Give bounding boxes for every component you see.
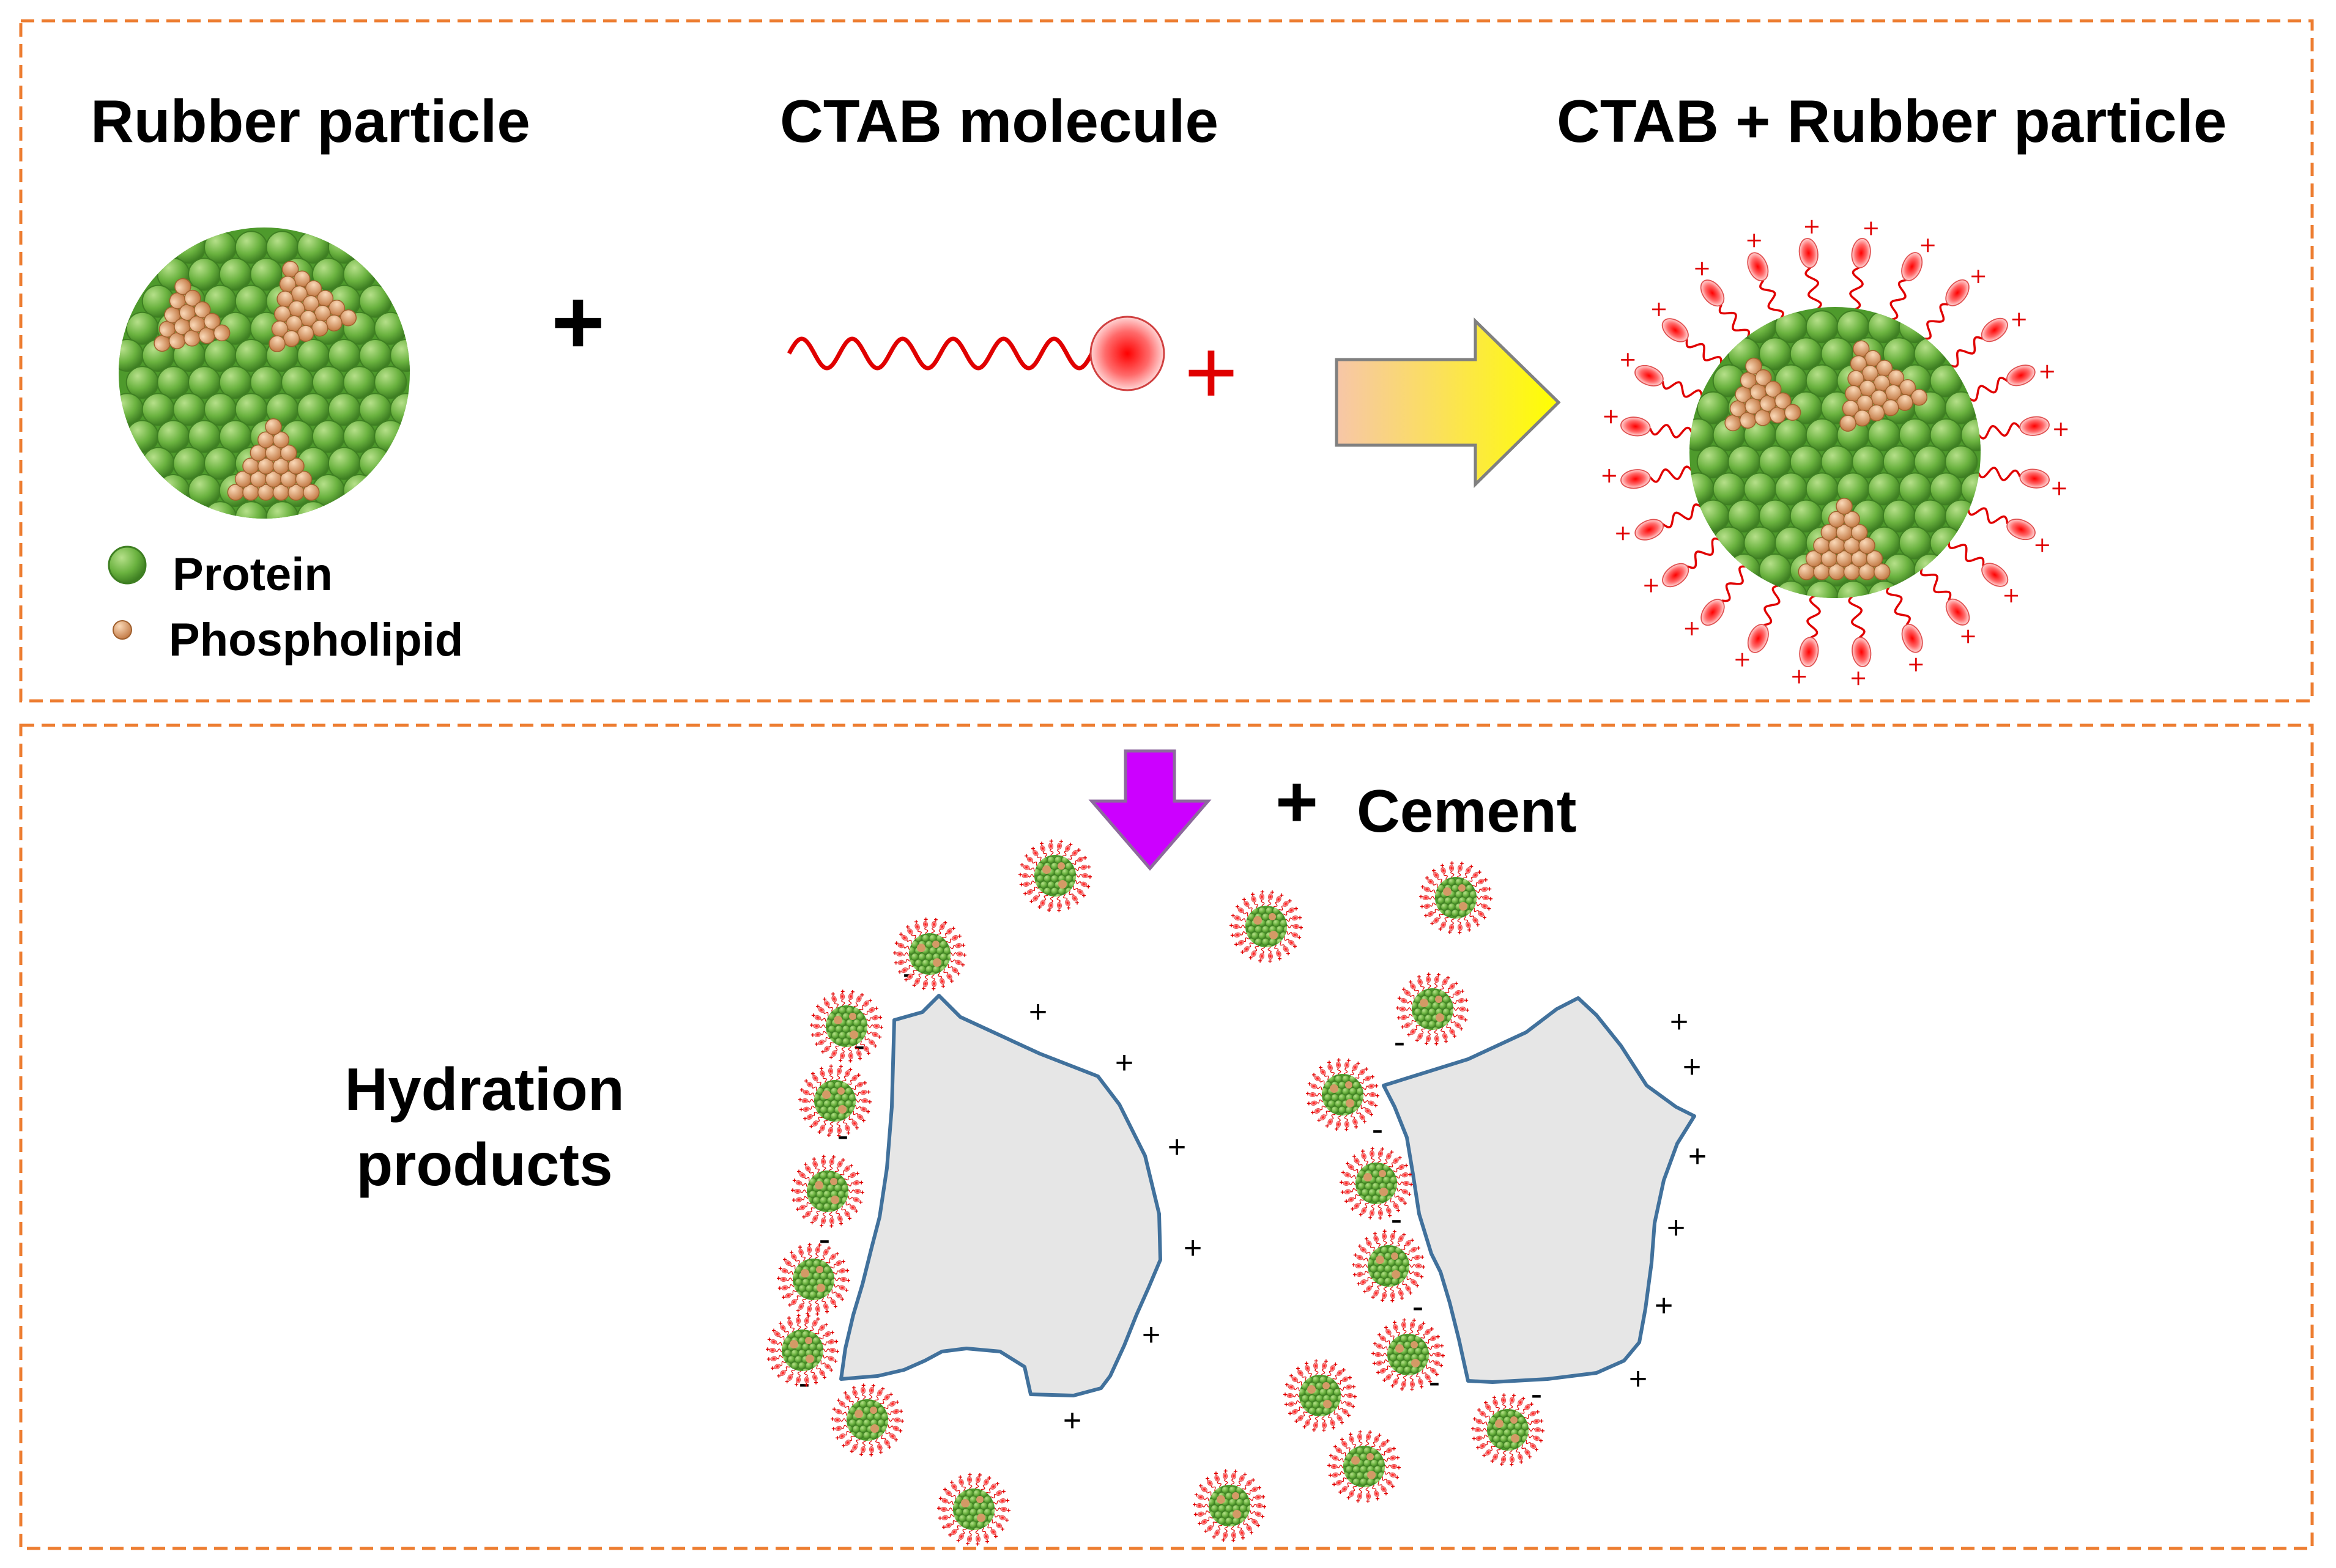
- positive-charge-12: +: [1629, 1361, 1647, 1397]
- positive-charge-9: +: [1688, 1139, 1707, 1174]
- coated-particle-1: [1018, 839, 1092, 912]
- ctab-rubber-title: CTAB + Rubber particle: [1557, 87, 2227, 155]
- positive-charge-6: +: [1063, 1403, 1081, 1438]
- rubber-particle: [111, 227, 422, 533]
- rubber-particle-title: Rubber particle: [91, 87, 530, 155]
- down-arrow: [1088, 749, 1212, 871]
- reaction-arrow: [1335, 317, 1561, 488]
- positive-charge-2: +: [1115, 1045, 1133, 1081]
- cement-grain-right: [1382, 996, 1696, 1384]
- negative-charge-11: -: [1531, 1374, 1543, 1413]
- protein-legend-label: Protein: [172, 549, 333, 601]
- protein-legend-icon: [108, 545, 147, 585]
- ctab-head: [1089, 316, 1165, 391]
- cement-plus-sign: +: [1275, 761, 1318, 843]
- bottom-panel-border: [19, 723, 2314, 1550]
- positive-charge-1: +: [1029, 994, 1047, 1030]
- coated-particle-19: [1327, 1430, 1401, 1503]
- coated-particle-18: [1283, 1359, 1357, 1432]
- negative-charge-3: -: [837, 1115, 849, 1154]
- positive-charge-8: +: [1683, 1049, 1701, 1085]
- cement-grain-left: [839, 994, 1162, 1397]
- coated-particle-8: [777, 1243, 850, 1315]
- coated-particle-11: [937, 1473, 1010, 1545]
- negative-charge-7: -: [1372, 1109, 1384, 1148]
- coated-particle-3: [1419, 861, 1492, 934]
- positive-charge-7: +: [1670, 1004, 1688, 1040]
- positive-charge-3: +: [1168, 1130, 1186, 1165]
- coated-particle-12: [1193, 1469, 1266, 1542]
- negative-charge-5: -: [799, 1363, 810, 1402]
- plus-sign: +: [551, 270, 605, 373]
- coated-particle-2: [1229, 890, 1303, 963]
- hydration-label-line2: products: [356, 1131, 612, 1198]
- ctab-charge: +: [1184, 320, 1238, 423]
- top-panel-border: [19, 19, 2314, 703]
- coated-particle-14: [1306, 1058, 1379, 1131]
- ctab-tail: [787, 336, 1094, 371]
- cement-label: Cement: [1357, 777, 1576, 845]
- coated-particle-10: [831, 1383, 904, 1456]
- positive-charge-5: +: [1142, 1317, 1160, 1353]
- positive-charge-4: +: [1184, 1230, 1202, 1266]
- coated-particle-5: [810, 989, 883, 1062]
- hydration-label-line1: Hydration: [344, 1056, 624, 1123]
- coated-particle-6: [798, 1064, 872, 1137]
- ctab-coated-particle: [1602, 220, 2068, 686]
- phospholipid-legend-label: Phospholipid: [169, 614, 463, 666]
- ctab-molecule-title: CTAB molecule: [780, 87, 1218, 155]
- negative-charge-9: -: [1412, 1287, 1424, 1325]
- coated-particle-13: [1396, 972, 1469, 1045]
- positive-charge-10: +: [1667, 1210, 1685, 1246]
- negative-charge-8: -: [1391, 1199, 1403, 1238]
- coated-particle-7: [791, 1155, 864, 1227]
- negative-charge-6: -: [1394, 1022, 1406, 1060]
- positive-charge-11: +: [1655, 1288, 1673, 1323]
- phospholipid-legend-icon: [113, 620, 132, 640]
- ctab-molecule: +: [787, 316, 1238, 423]
